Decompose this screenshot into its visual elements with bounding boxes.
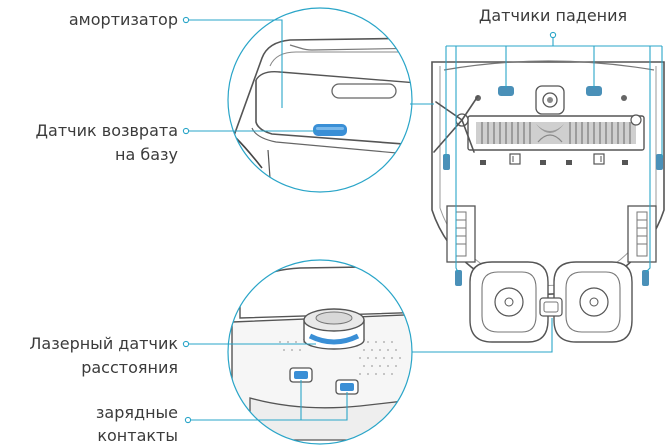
caster-wheel-icon (535, 85, 565, 115)
cliff-sensor-side-left (443, 154, 450, 170)
mop-pad-icon (469, 261, 549, 343)
label-charge-line1: зарядные (95, 403, 178, 422)
cliff-sensor-lower-left (455, 270, 462, 286)
label-lidar-line1: Лазерный датчик (29, 334, 178, 353)
mop-pad-icon-right (553, 261, 633, 343)
main-brush-icon (467, 115, 645, 151)
label-lidar-line2: расстояния (81, 358, 178, 377)
callout-lines (182, 16, 663, 424)
side-brush-icon (433, 95, 479, 153)
label-dock-sensor-line2: на базу (115, 145, 178, 164)
label-bumper: амортизатор (68, 10, 178, 29)
cliff-sensor-top-right (586, 86, 602, 96)
label-cliff-sensors: Датчики падения (478, 6, 628, 25)
lidar-sensor-window (308, 333, 360, 345)
label-dock-sensor-line1: Датчик возврата (35, 121, 178, 140)
top-detail-circle (227, 7, 413, 193)
cliff-sensor-lower-right (642, 270, 649, 286)
top-detail-view (227, 7, 413, 193)
charge-contact-right (340, 383, 354, 391)
robot-underside-view (431, 60, 665, 343)
label-charge-line2: контакты (97, 426, 178, 445)
left-wheel (446, 205, 476, 263)
cliff-sensor-top-left (498, 86, 514, 96)
cliff-sensor-side-right (656, 154, 663, 170)
right-wheel (627, 205, 657, 263)
bottom-detail-view (227, 259, 413, 445)
charge-contact-left (294, 371, 308, 379)
